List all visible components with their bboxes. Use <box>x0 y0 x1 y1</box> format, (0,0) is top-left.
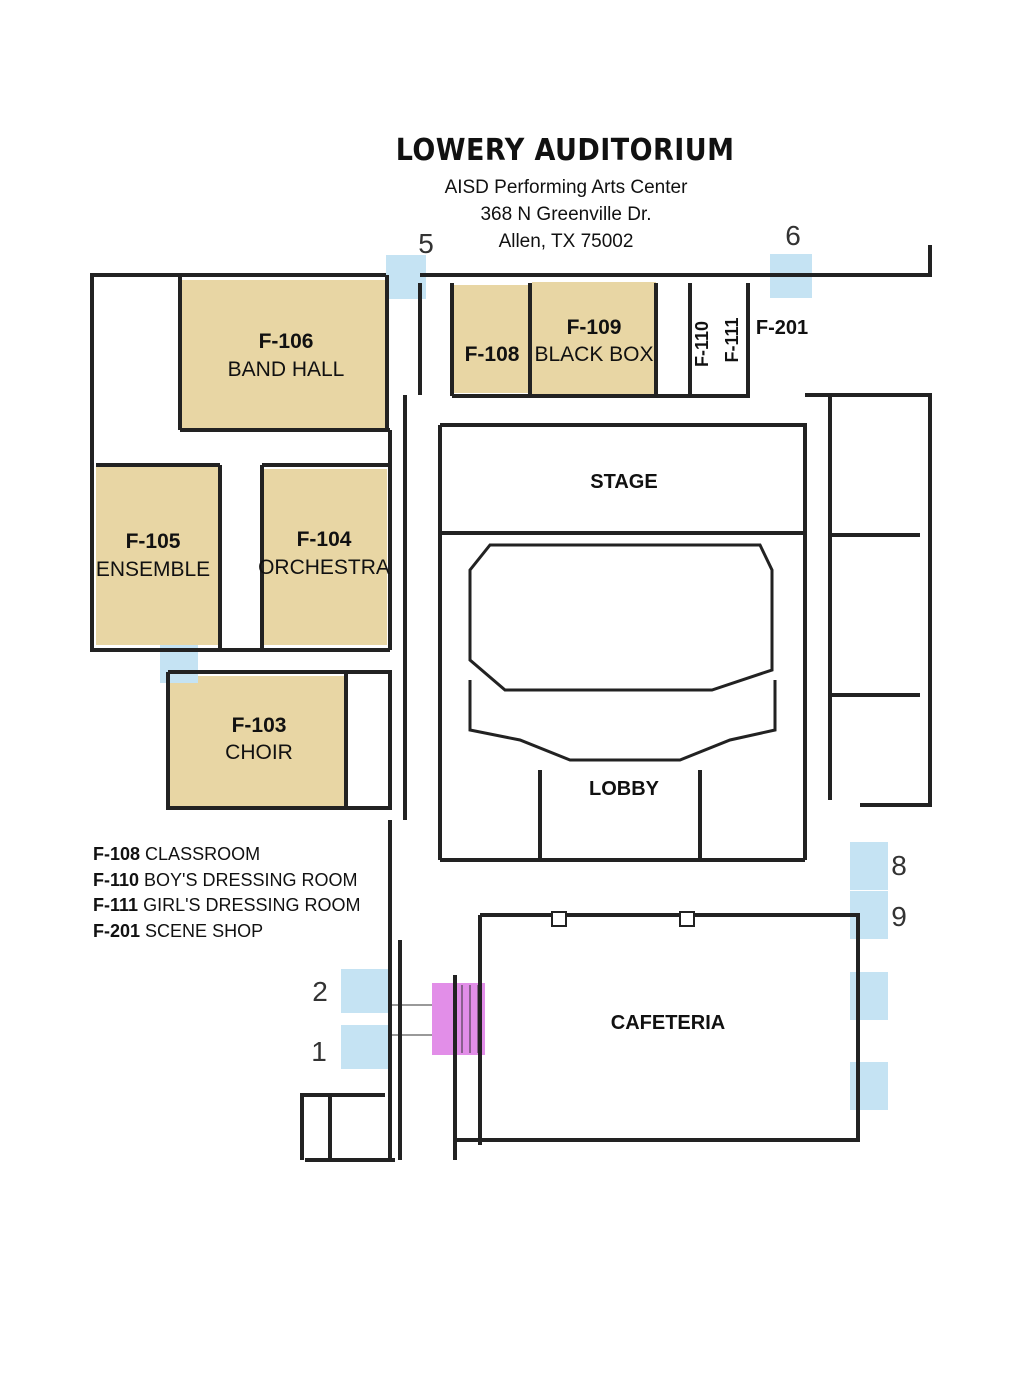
entrance-1-label: 1 <box>311 1036 327 1067</box>
walls <box>90 245 932 1162</box>
legend-item: F-110 BOY'S DRESSING ROOM <box>93 869 358 890</box>
legend: F-108 CLASSROOM F-110 BOY'S DRESSING ROO… <box>93 842 361 944</box>
entrance-6-label: 6 <box>785 220 801 251</box>
room-f105-name: ENSEMBLE <box>96 558 210 581</box>
columns <box>551 911 695 927</box>
room-f109[interactable] <box>532 282 656 394</box>
legend-item: F-201 SCENE SHOP <box>93 920 264 941</box>
room-f108-code: F-108 <box>465 343 520 366</box>
room-f104[interactable] <box>262 469 387 645</box>
entrance-8-label: 8 <box>891 850 907 881</box>
room-f111-code: F-111 <box>722 317 742 362</box>
address-line-1: AISD Performing Arts Center <box>444 177 688 198</box>
entrance-5-label: 5 <box>418 228 434 259</box>
room-f201-code: F-201 <box>756 317 808 339</box>
legend-item: F-111 GIRL'S DRESSING ROOM <box>93 895 361 915</box>
cafeteria-label: CAFETERIA <box>611 1012 725 1034</box>
entrance-east-2-marker[interactable] <box>850 1062 888 1110</box>
room-f104-name: ORCHESTRA <box>258 556 390 579</box>
room-f110-code: F-110 <box>692 321 712 367</box>
entrance-2-label: 2 <box>312 976 328 1007</box>
entrance-9-label: 9 <box>891 901 907 932</box>
room-f104-code: F-104 <box>297 528 352 551</box>
room-f105[interactable] <box>96 467 218 645</box>
room-f108[interactable] <box>452 285 528 393</box>
stage-label: STAGE <box>590 471 657 493</box>
legend-item: F-108 CLASSROOM <box>93 844 261 864</box>
entrance-2-marker[interactable] <box>341 969 389 1013</box>
room-f103-name: CHOIR <box>225 741 293 764</box>
address-line-2: 368 N Greenville Dr. <box>480 204 652 225</box>
entrance-east-1-marker[interactable] <box>850 972 888 1020</box>
map-title: LOWERY AUDITORIUM <box>395 133 735 168</box>
address-line-3: Allen, TX 75002 <box>498 231 634 252</box>
entrance-1-marker[interactable] <box>341 1025 389 1069</box>
room-f109-code: F-109 <box>567 316 622 339</box>
room-f106[interactable] <box>180 280 386 431</box>
lobby-label: LOBBY <box>589 778 660 800</box>
room-f103[interactable] <box>170 676 346 807</box>
room-f103-code: F-103 <box>232 714 287 737</box>
room-f106-code: F-106 <box>259 330 314 353</box>
room-f109-name: BLACK BOX <box>534 343 653 366</box>
room-f105-code: F-105 <box>126 530 181 553</box>
room-f106-name: BAND HALL <box>228 358 345 381</box>
entrance-markers <box>160 254 888 1110</box>
entrance-8-marker[interactable] <box>850 842 888 890</box>
stairs-marker <box>432 983 485 1055</box>
